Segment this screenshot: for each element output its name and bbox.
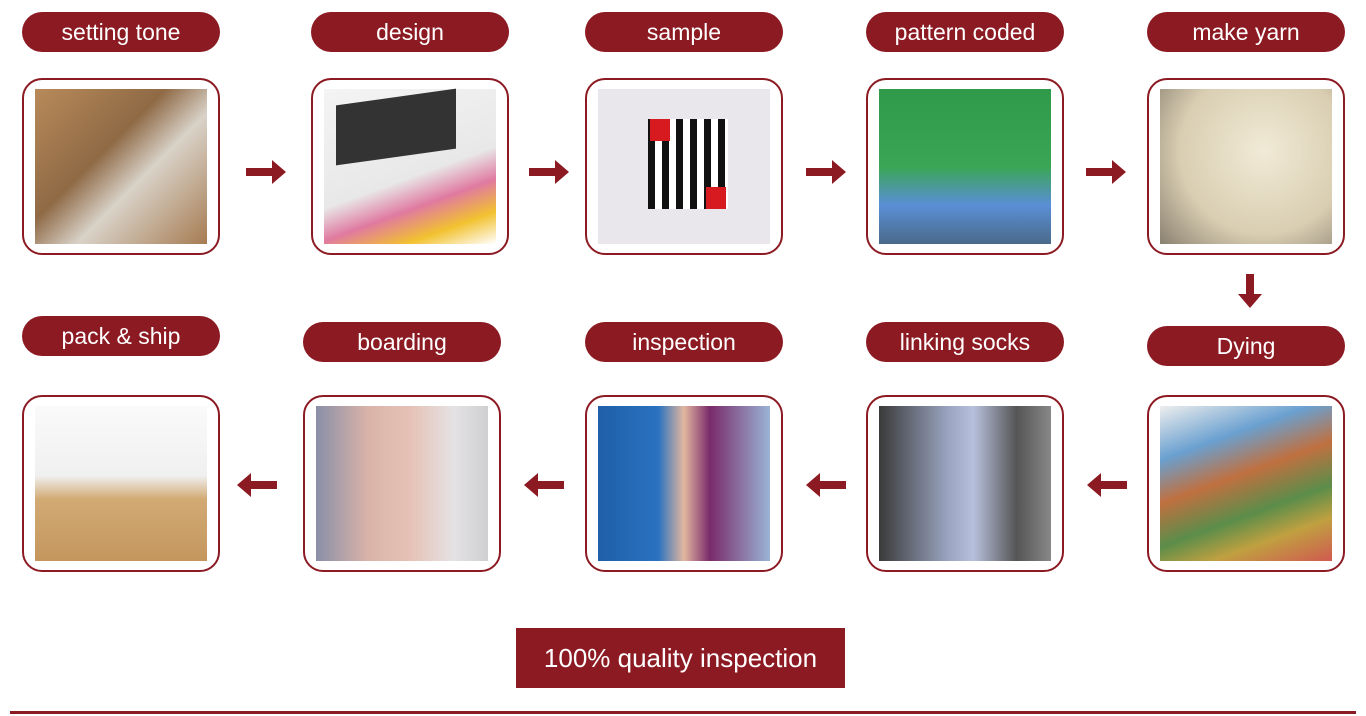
arrow-down-icon: [1238, 274, 1262, 308]
step-label-make-yarn: make yarn: [1147, 12, 1345, 52]
laptop-color-swatch-photo: [324, 88, 496, 244]
arrow-right-icon: [529, 160, 569, 184]
step-label-boarding: boarding: [303, 322, 501, 362]
step-image-dying: [1147, 395, 1345, 572]
step-label-pack-ship: pack & ship: [22, 316, 220, 356]
yarn-skeins-photo: [1160, 89, 1332, 244]
arrow-right-icon: [246, 160, 286, 184]
bottom-divider: [10, 711, 1356, 714]
step-image-pack-ship: [22, 395, 220, 572]
delivery-boxes-photo: [35, 406, 207, 561]
step-image-make-yarn: [1147, 78, 1345, 255]
step-label-setting-tone: setting tone: [22, 12, 220, 52]
color-fan-photo: [1160, 406, 1332, 561]
step-image-boarding: [303, 395, 501, 572]
step-label-dying: Dying: [1147, 326, 1345, 366]
striped-socks-illustration: [598, 89, 770, 244]
arrow-left-icon: [237, 473, 277, 497]
step-label-linking-socks: linking socks: [866, 322, 1064, 362]
step-image-linking-socks: [866, 395, 1064, 572]
arrow-left-icon: [1087, 473, 1127, 497]
sock-inspection-photo: [598, 406, 770, 561]
step-image-inspection: [585, 395, 783, 572]
arrow-left-icon: [806, 473, 846, 497]
quality-inspection-banner: 100% quality inspection: [516, 628, 845, 688]
office-desk-photo: [35, 89, 207, 244]
step-image-sample: [585, 78, 783, 255]
step-label-sample: sample: [585, 12, 783, 52]
pattern-screen-photo: [879, 89, 1051, 244]
step-label-pattern-coded: pattern coded: [866, 12, 1064, 52]
arrow-left-icon: [524, 473, 564, 497]
sock-boarding-photo: [316, 406, 488, 561]
step-label-design: design: [311, 12, 509, 52]
linking-machine-photo: [879, 406, 1051, 561]
arrow-right-icon: [806, 160, 846, 184]
arrow-right-icon: [1086, 160, 1126, 184]
step-label-inspection: inspection: [585, 322, 783, 362]
step-image-design: [311, 78, 509, 255]
step-image-setting-tone: [22, 78, 220, 255]
step-image-pattern-coded: [866, 78, 1064, 255]
